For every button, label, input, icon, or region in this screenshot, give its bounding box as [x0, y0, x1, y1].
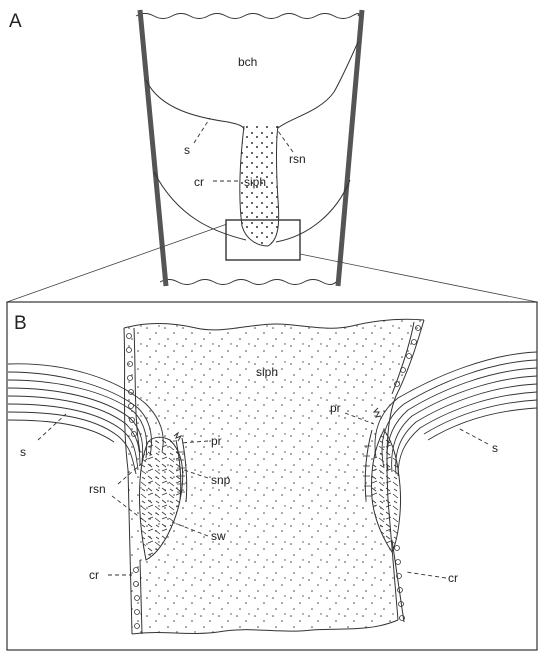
label-s-a: s [184, 143, 190, 157]
shell-top-break [136, 14, 359, 19]
label-rsn-b: rsn [89, 482, 106, 496]
label-sw: sw [211, 529, 226, 543]
panel-a-label: A [9, 11, 22, 32]
label-cr-right: cr [448, 571, 458, 585]
panel-a: A bch s rsn cr siph [9, 10, 362, 286]
panel-b: B [7, 302, 537, 650]
septum-upper-right [278, 42, 358, 128]
label-cr-left: cr [89, 568, 99, 582]
septum-lower-right [276, 180, 350, 242]
label-s-right: s [492, 441, 498, 455]
label-rsn-a: rsn [289, 152, 306, 166]
label-bch: bch [238, 55, 257, 69]
shell-wall-left [140, 10, 166, 286]
label-pr-left: pr [211, 434, 222, 448]
label-cr-a: cr [194, 175, 204, 189]
shell-wall-right [338, 10, 362, 286]
shell-bottom-break [160, 280, 336, 285]
label-snp: snp [211, 473, 231, 487]
label-s-left: s [20, 445, 26, 459]
label-siph-b: siph [256, 365, 278, 379]
label-siph-a: siph [244, 175, 266, 189]
zoom-connector-left [7, 224, 227, 302]
label-pr-right: pr [330, 401, 341, 415]
zoom-connector-right [300, 254, 537, 302]
panel-b-label: B [14, 313, 27, 334]
septum-upper [146, 80, 244, 130]
